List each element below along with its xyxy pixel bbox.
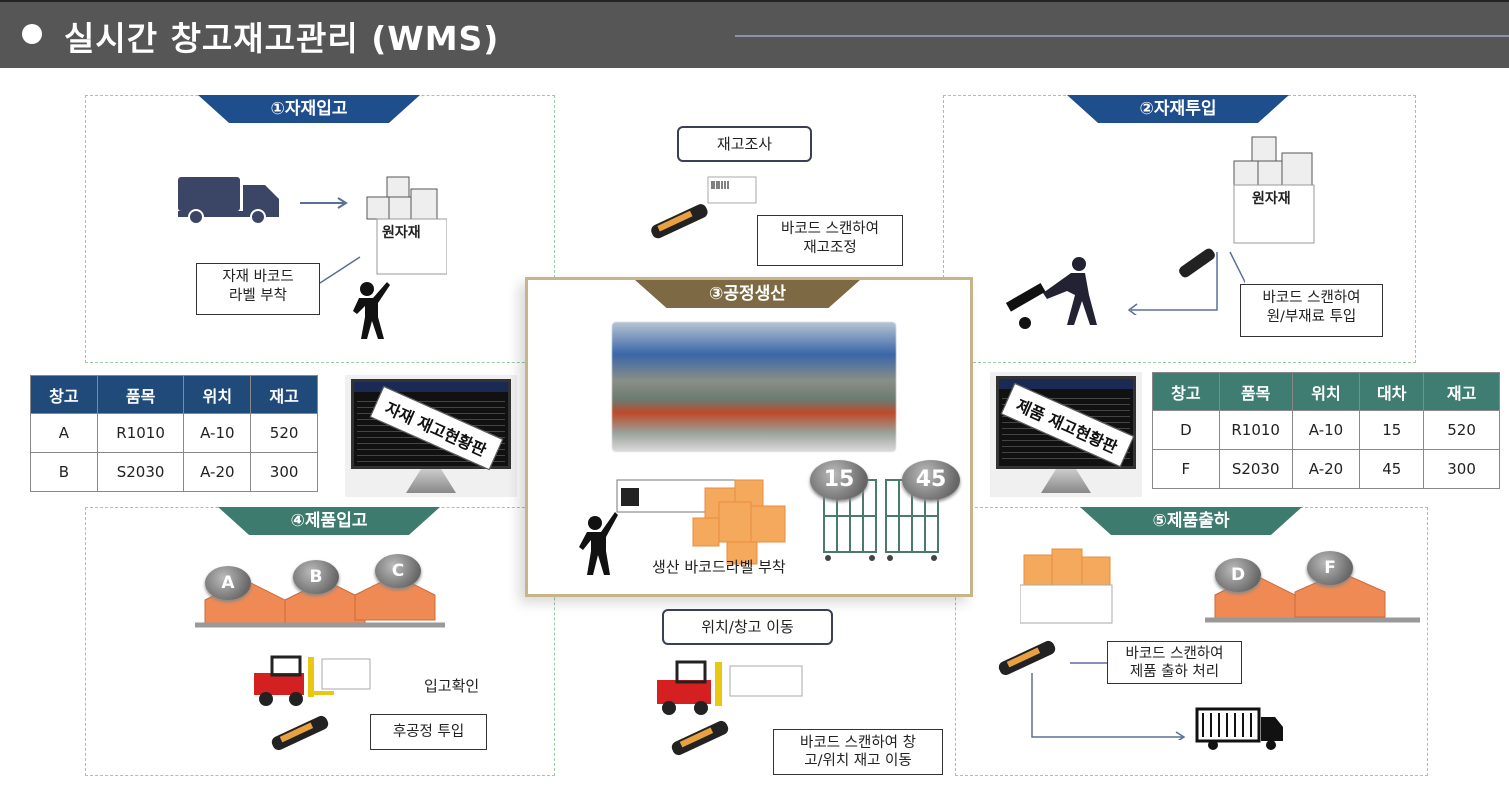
col-header: 재고 bbox=[250, 375, 318, 414]
col-header: 대차 bbox=[1359, 372, 1425, 411]
factory-photo bbox=[612, 322, 896, 452]
callout-inventory-adjust: 바코드 스캔하여 재고조정 bbox=[757, 215, 903, 266]
warehouse-badge: D bbox=[1215, 558, 1261, 592]
cell: A-10 bbox=[1291, 410, 1361, 450]
forklift-icon bbox=[254, 655, 371, 706]
receipt-confirm-text: 입고확인 bbox=[424, 677, 480, 695]
production-caption: 생산 바코드라벨 부착 bbox=[652, 558, 786, 576]
material-board-monitor: 자재 재고현황판 bbox=[345, 375, 517, 497]
warehouse-badge: C bbox=[375, 554, 421, 588]
col-header: 품목 bbox=[96, 375, 185, 414]
title-bar bbox=[0, 0, 1509, 68]
cell: 520 bbox=[250, 413, 318, 453]
section-banner-shipping: ⑤제품출하 bbox=[1080, 507, 1302, 535]
callout-transfer: 바코드 스캔하여 창 고/위치 재고 이동 bbox=[773, 729, 943, 775]
truck-icon bbox=[178, 177, 279, 225]
title-divider bbox=[735, 35, 1509, 37]
bullet-icon bbox=[22, 24, 42, 44]
table-header-row: 창고 품목 위치 대차 재고 bbox=[1152, 372, 1500, 411]
warehouse-badge: A bbox=[205, 566, 251, 600]
callout-shipping: 바코드 스캔하여 제품 출하 처리 bbox=[1107, 641, 1242, 684]
callout-post-process: 후공정 투입 bbox=[370, 714, 487, 750]
cell: F bbox=[1152, 449, 1220, 489]
col-header: 위치 bbox=[183, 375, 252, 414]
cart-badge: 45 bbox=[902, 460, 960, 500]
col-header: 창고 bbox=[30, 375, 98, 414]
cell: 300 bbox=[250, 452, 318, 492]
section-banner-receiving: ①자재입고 bbox=[198, 95, 420, 123]
page-title: 실시간 창고재고관리 (WMS) bbox=[64, 19, 500, 58]
truck-icon bbox=[1195, 707, 1283, 750]
product-boxes-icon bbox=[1020, 548, 1113, 624]
col-header: 위치 bbox=[1291, 372, 1361, 411]
col-header: 품목 bbox=[1218, 372, 1293, 411]
cell: A bbox=[30, 413, 98, 453]
cart-badge: 15 bbox=[810, 460, 868, 500]
section-banner-input: ②자재투입 bbox=[1067, 95, 1289, 123]
cell: 300 bbox=[1423, 449, 1500, 489]
cell: S2030 bbox=[96, 452, 185, 492]
barcode-scanner-icon bbox=[671, 720, 729, 756]
zone-receiving bbox=[85, 95, 555, 363]
raw-material-label: 원자재 bbox=[382, 225, 421, 241]
section-banner-production: ③공정생산 bbox=[635, 280, 860, 308]
inventory-check-button[interactable]: 재고조사 bbox=[677, 126, 812, 162]
section-banner-product-in: ④제품입고 bbox=[218, 507, 440, 535]
raw-material-boxes-icon bbox=[1233, 136, 1315, 244]
cell: R1010 bbox=[1218, 410, 1293, 450]
cell: A-10 bbox=[183, 413, 252, 453]
barcode-scanner-icon bbox=[1179, 248, 1215, 278]
raw-material-boxes-icon bbox=[366, 176, 447, 275]
cell: 520 bbox=[1423, 410, 1500, 450]
barcode-scanner-icon bbox=[651, 176, 757, 239]
table-header-row: 창고 품목 위치 재고 bbox=[30, 375, 318, 414]
barcode-scanner-icon bbox=[998, 640, 1056, 676]
product-board-monitor: 제품 재고현황판 bbox=[990, 372, 1142, 497]
cell: 15 bbox=[1359, 410, 1425, 450]
cell: B bbox=[30, 452, 98, 492]
callout-label-attach: 자재 바코드 라벨 부착 bbox=[196, 263, 320, 315]
cell: S2030 bbox=[1218, 449, 1293, 489]
warehouse-badge: F bbox=[1307, 551, 1353, 585]
warehouse-badge: B bbox=[293, 560, 339, 594]
warehouse-icon bbox=[195, 575, 445, 628]
raw-material-label: 원자재 bbox=[1252, 191, 1291, 207]
cell: R1010 bbox=[96, 413, 185, 453]
forklift-icon bbox=[657, 660, 803, 715]
cell: A-20 bbox=[1291, 449, 1361, 489]
worker-cart-icon bbox=[1005, 257, 1097, 329]
arrow-lines bbox=[1127, 251, 1245, 315]
transfer-button[interactable]: 위치/창고 이동 bbox=[662, 609, 833, 645]
worker-icon bbox=[353, 282, 390, 339]
barcode-scanner-icon bbox=[271, 715, 329, 751]
cell: A-20 bbox=[183, 452, 252, 492]
col-header: 창고 bbox=[1152, 372, 1220, 411]
worker-label-boxes-icon bbox=[579, 479, 786, 575]
arrow-icon bbox=[300, 197, 348, 209]
pointer-line bbox=[319, 256, 361, 284]
cell: 45 bbox=[1359, 449, 1425, 489]
callout-material-input: 바코드 스캔하여 원/부재료 투입 bbox=[1240, 284, 1383, 337]
col-header: 재고 bbox=[1423, 372, 1500, 411]
cell: D bbox=[1152, 410, 1220, 450]
